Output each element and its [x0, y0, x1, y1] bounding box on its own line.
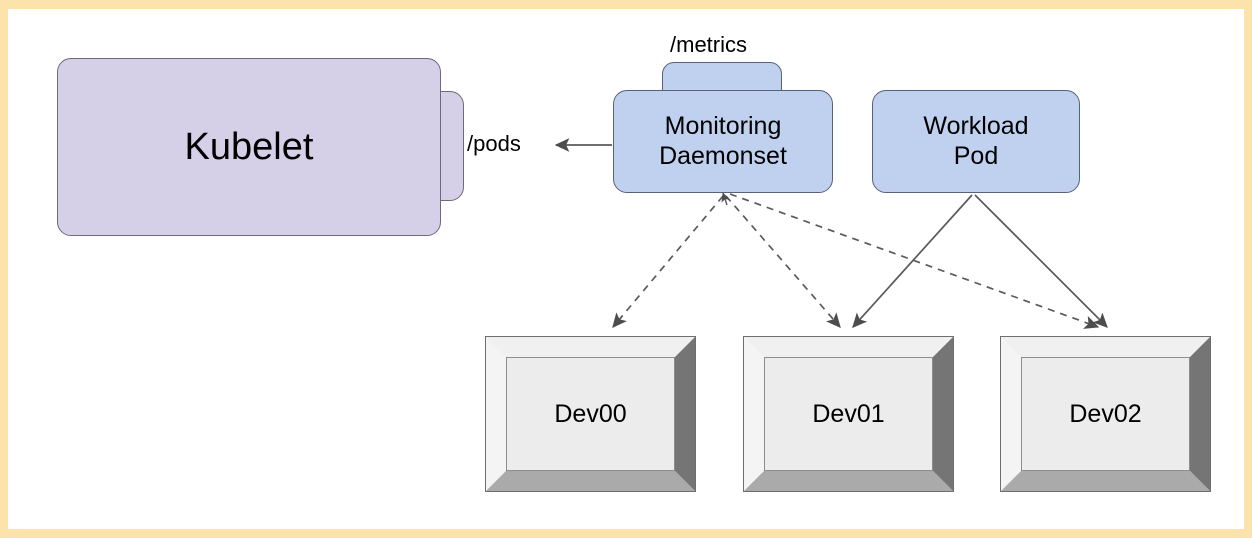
edge-workload-to-dev02 — [974, 194, 1108, 328]
node-device-dev02[interactable]: Dev02 — [1000, 336, 1211, 492]
bevel-top-face — [486, 337, 695, 357]
bevel-left-face — [1001, 337, 1021, 491]
bevel-left-face — [486, 337, 506, 491]
dev01-panel: Dev01 — [764, 357, 933, 471]
bevel-right-face — [675, 337, 695, 491]
bevel-bottom-face — [486, 471, 695, 491]
edge-label-metrics: /metrics — [670, 32, 747, 57]
dev00-panel: Dev00 — [506, 357, 675, 471]
node-device-dev00-label: Dev00 — [554, 399, 627, 428]
node-monitoring-daemonset[interactable]: Monitoring Daemonset — [613, 90, 833, 193]
edge-monitoring-to-dev01 — [725, 195, 841, 328]
node-device-dev01[interactable]: Dev01 — [743, 336, 954, 492]
node-workload-pod-label-line2: Pod — [953, 141, 999, 170]
node-device-dev00[interactable]: Dev00 — [485, 336, 696, 492]
node-kubelet-label: Kubelet — [184, 125, 314, 168]
dev00-bevel — [486, 337, 695, 491]
bevel-top-face — [1001, 337, 1210, 357]
node-workload-pod-label-line1: Workload — [923, 112, 1029, 140]
bevel-right-face — [1190, 337, 1210, 491]
node-device-dev02-label: Dev02 — [1069, 399, 1142, 428]
node-monitoring-daemonset-label-line1: Monitoring — [664, 112, 782, 140]
edge-label-pods: /pods — [467, 131, 521, 156]
node-workload-pod[interactable]: Workload Pod — [872, 90, 1080, 193]
dev02-bevel — [1001, 337, 1210, 491]
edge-arrowhead-monitoring-origin — [721, 192, 730, 206]
bevel-right-face — [933, 337, 953, 491]
edge-workload-to-dev01 — [852, 194, 973, 328]
edge-monitoring-to-dev02 — [729, 193, 1100, 329]
node-device-dev01-label: Dev01 — [812, 399, 885, 428]
dev01-bevel — [744, 337, 953, 491]
dev02-panel: Dev02 — [1021, 357, 1190, 471]
bevel-bottom-face — [1001, 471, 1210, 491]
edge-monitoring-to-dev00 — [612, 195, 724, 328]
bevel-bottom-face — [744, 471, 953, 491]
bevel-top-face — [744, 337, 953, 357]
bevel-left-face — [744, 337, 764, 491]
node-kubelet[interactable]: Kubelet — [57, 58, 441, 236]
node-monitoring-daemonset-label-line2: Daemonset — [659, 141, 787, 170]
